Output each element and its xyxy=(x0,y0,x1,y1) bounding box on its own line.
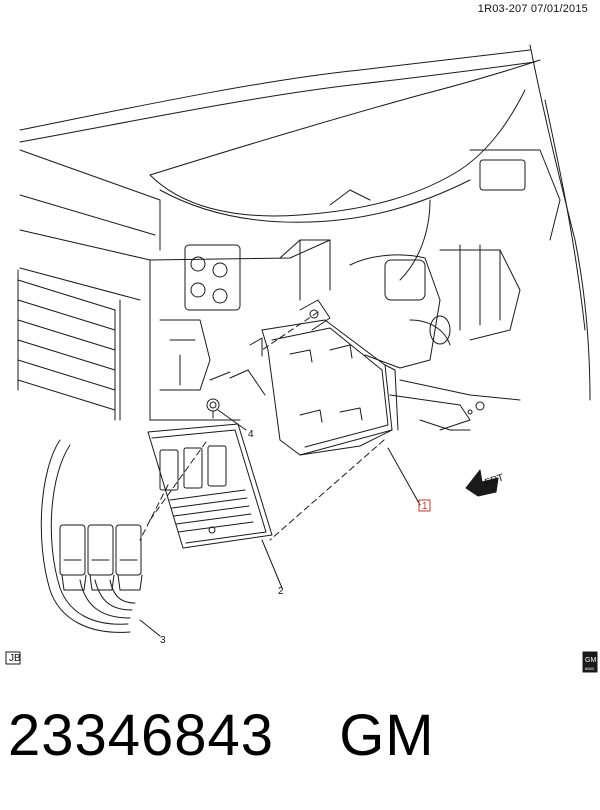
callout-leaders xyxy=(139,409,421,637)
brand-label: GM xyxy=(339,703,435,768)
parts-diagram: 1 2 3 4 FRT JB GM 6663 xyxy=(5,44,598,673)
callout-3: 3 xyxy=(160,635,166,646)
ecm-module-part-2 xyxy=(147,423,273,549)
hood-outline xyxy=(19,44,591,401)
gm-badge-icon xyxy=(582,651,598,673)
callout-2: 2 xyxy=(278,586,284,597)
front-label: FRT xyxy=(484,472,506,488)
grille xyxy=(17,269,116,421)
part-number-footer: 23346843 GM xyxy=(8,702,435,769)
bumper-support xyxy=(19,149,331,311)
leader-lines xyxy=(139,311,385,541)
jb-label: JB xyxy=(9,653,21,664)
bracket-part-1 xyxy=(229,299,399,456)
jb-badge xyxy=(5,651,21,665)
front-arrow-icon xyxy=(465,469,499,497)
document-code: 1R03-207 07/01/2015 xyxy=(477,3,588,15)
harness-part-3 xyxy=(40,439,143,633)
gm-badge-label: GM xyxy=(585,657,596,664)
bolt-part-4 xyxy=(206,398,220,419)
callout-4: 4 xyxy=(248,429,254,440)
part-number: 23346843 xyxy=(8,703,275,768)
mounting-area xyxy=(119,299,241,421)
engine-bay xyxy=(329,149,561,431)
gm-badge-code: 6663 xyxy=(585,666,595,671)
callout-box-1 xyxy=(418,499,431,512)
callout-1: 1 xyxy=(422,501,428,512)
